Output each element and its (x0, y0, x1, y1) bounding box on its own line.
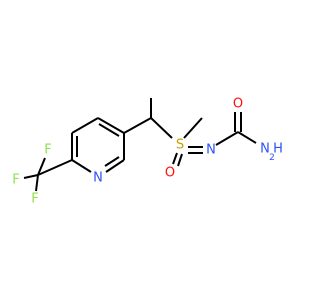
bond-cf3-f-bottom (35, 174, 39, 192)
atom-label-f-bottom: F (31, 192, 38, 207)
bond-n-carbonyl-c (215, 131, 239, 146)
bond-s-o-b (177, 153, 183, 167)
atom-label-o-carbonyl: O (233, 97, 243, 112)
bond-c-nh2 (237, 131, 257, 144)
atom-label-s: S (176, 138, 184, 153)
bond-s-o-a (172, 152, 178, 165)
ring-bond-c4-c5 (97, 117, 125, 134)
bond-cf3-ring (37, 159, 73, 176)
atom-label-nh2-h: H (273, 142, 283, 157)
bonds (23, 98, 257, 192)
ring-bond-c4-c5-inner (98, 123, 120, 137)
atom-label-nh2-n: N (260, 142, 270, 157)
bond-cf3-f-top (37, 157, 46, 176)
ring-bond-c6-n (105, 159, 125, 173)
atom-label-f-left: F (12, 173, 19, 188)
atom-labels: O N H N S O N F F F (12, 97, 283, 207)
ring-bond-c6-n-inner (104, 156, 120, 167)
bond-ring-ch (123, 117, 152, 134)
bond-ch-s (150, 117, 173, 139)
atom-label-n-imine: N (206, 143, 216, 158)
molecule-structure: O N H N S O N F F F 2 (12, 97, 283, 207)
ring-bond-c3-c4 (71, 117, 99, 134)
molecule-canvas: O N H N S O N F F F 2 (12, 96, 283, 207)
ring-bond-n-c2 (71, 159, 92, 173)
bond-cf3-f-left (23, 174, 39, 179)
atom-label-nh2-subscript: 2 (269, 153, 275, 163)
atom-label-f-top: F (44, 143, 51, 158)
bond-s-methyl (183, 117, 203, 139)
atom-label-o-sulfoxide: O (165, 166, 175, 181)
atom-label-n-pyridine: N (93, 171, 103, 186)
